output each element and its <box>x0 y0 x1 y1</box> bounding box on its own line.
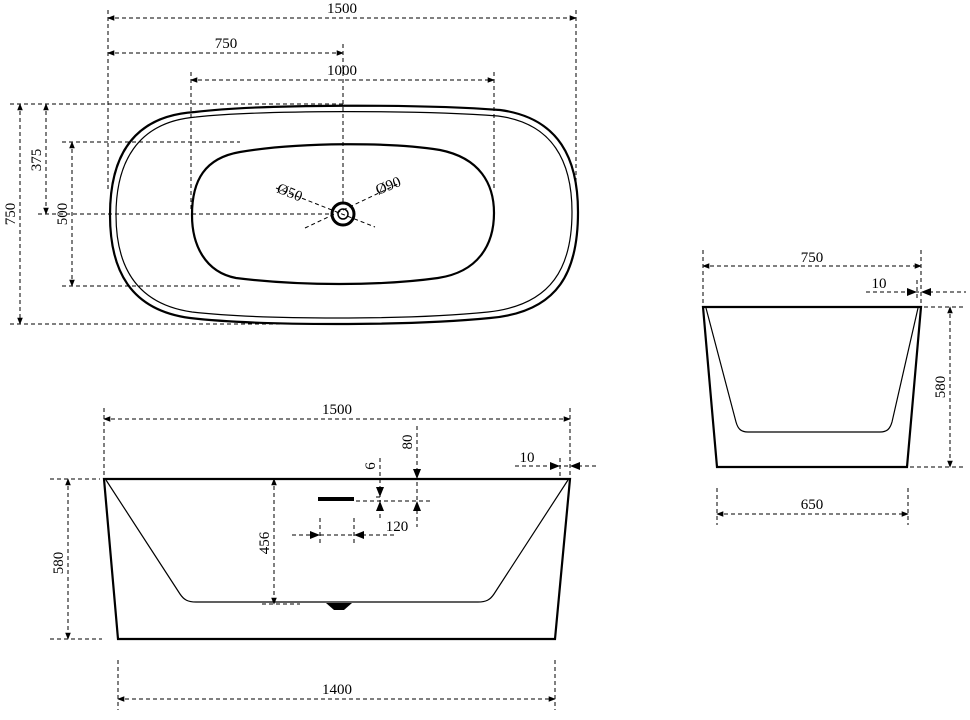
front-view: 1500 1400 580 456 80 6 120 10 <box>50 402 598 710</box>
drain-diameter-label: Ø90 <box>374 174 404 199</box>
drain-icon <box>330 201 356 227</box>
tub-outer-rim <box>108 104 580 326</box>
svg-text:Ø50: Ø50 <box>275 181 305 206</box>
top-view: Ø50 Ø90 1500 750 1000 750 375 500 <box>3 1 580 326</box>
tub-outer-rim-inner-line <box>115 111 573 319</box>
dim-1500-top: 1500 <box>327 1 357 17</box>
front-drain-bump <box>326 603 352 610</box>
front-outer-body <box>102 477 572 641</box>
dim-750-top: 750 <box>215 36 238 52</box>
front-overflow-slot <box>318 497 354 501</box>
side-view: 750 10 580 650 <box>701 250 966 525</box>
tub-inner-basin <box>190 143 496 286</box>
dim-650: 650 <box>801 497 824 513</box>
dim-10-side: 10 <box>872 276 887 292</box>
dim-6: 6 <box>363 462 379 470</box>
dim-1400: 1400 <box>322 682 352 698</box>
side-outer-body <box>701 305 923 469</box>
dim-10-front: 10 <box>520 450 535 466</box>
front-inner-basin <box>105 479 569 603</box>
overflow-diameter-label: Ø50 <box>275 181 305 206</box>
dim-120: 120 <box>386 519 409 535</box>
dim-456: 456 <box>257 531 273 554</box>
dim-1500-front: 1500 <box>322 402 352 418</box>
dim-375: 375 <box>29 149 45 172</box>
dim-750-width: 750 <box>3 203 19 226</box>
side-inner-basin <box>705 307 919 433</box>
dim-500: 500 <box>55 203 71 226</box>
dim-580-front: 580 <box>51 552 67 575</box>
dim-1000: 1000 <box>327 63 357 79</box>
dim-750-side: 750 <box>801 250 824 266</box>
dim-80: 80 <box>400 435 416 450</box>
svg-text:Ø90: Ø90 <box>374 174 404 199</box>
dim-580-side: 580 <box>933 376 949 399</box>
